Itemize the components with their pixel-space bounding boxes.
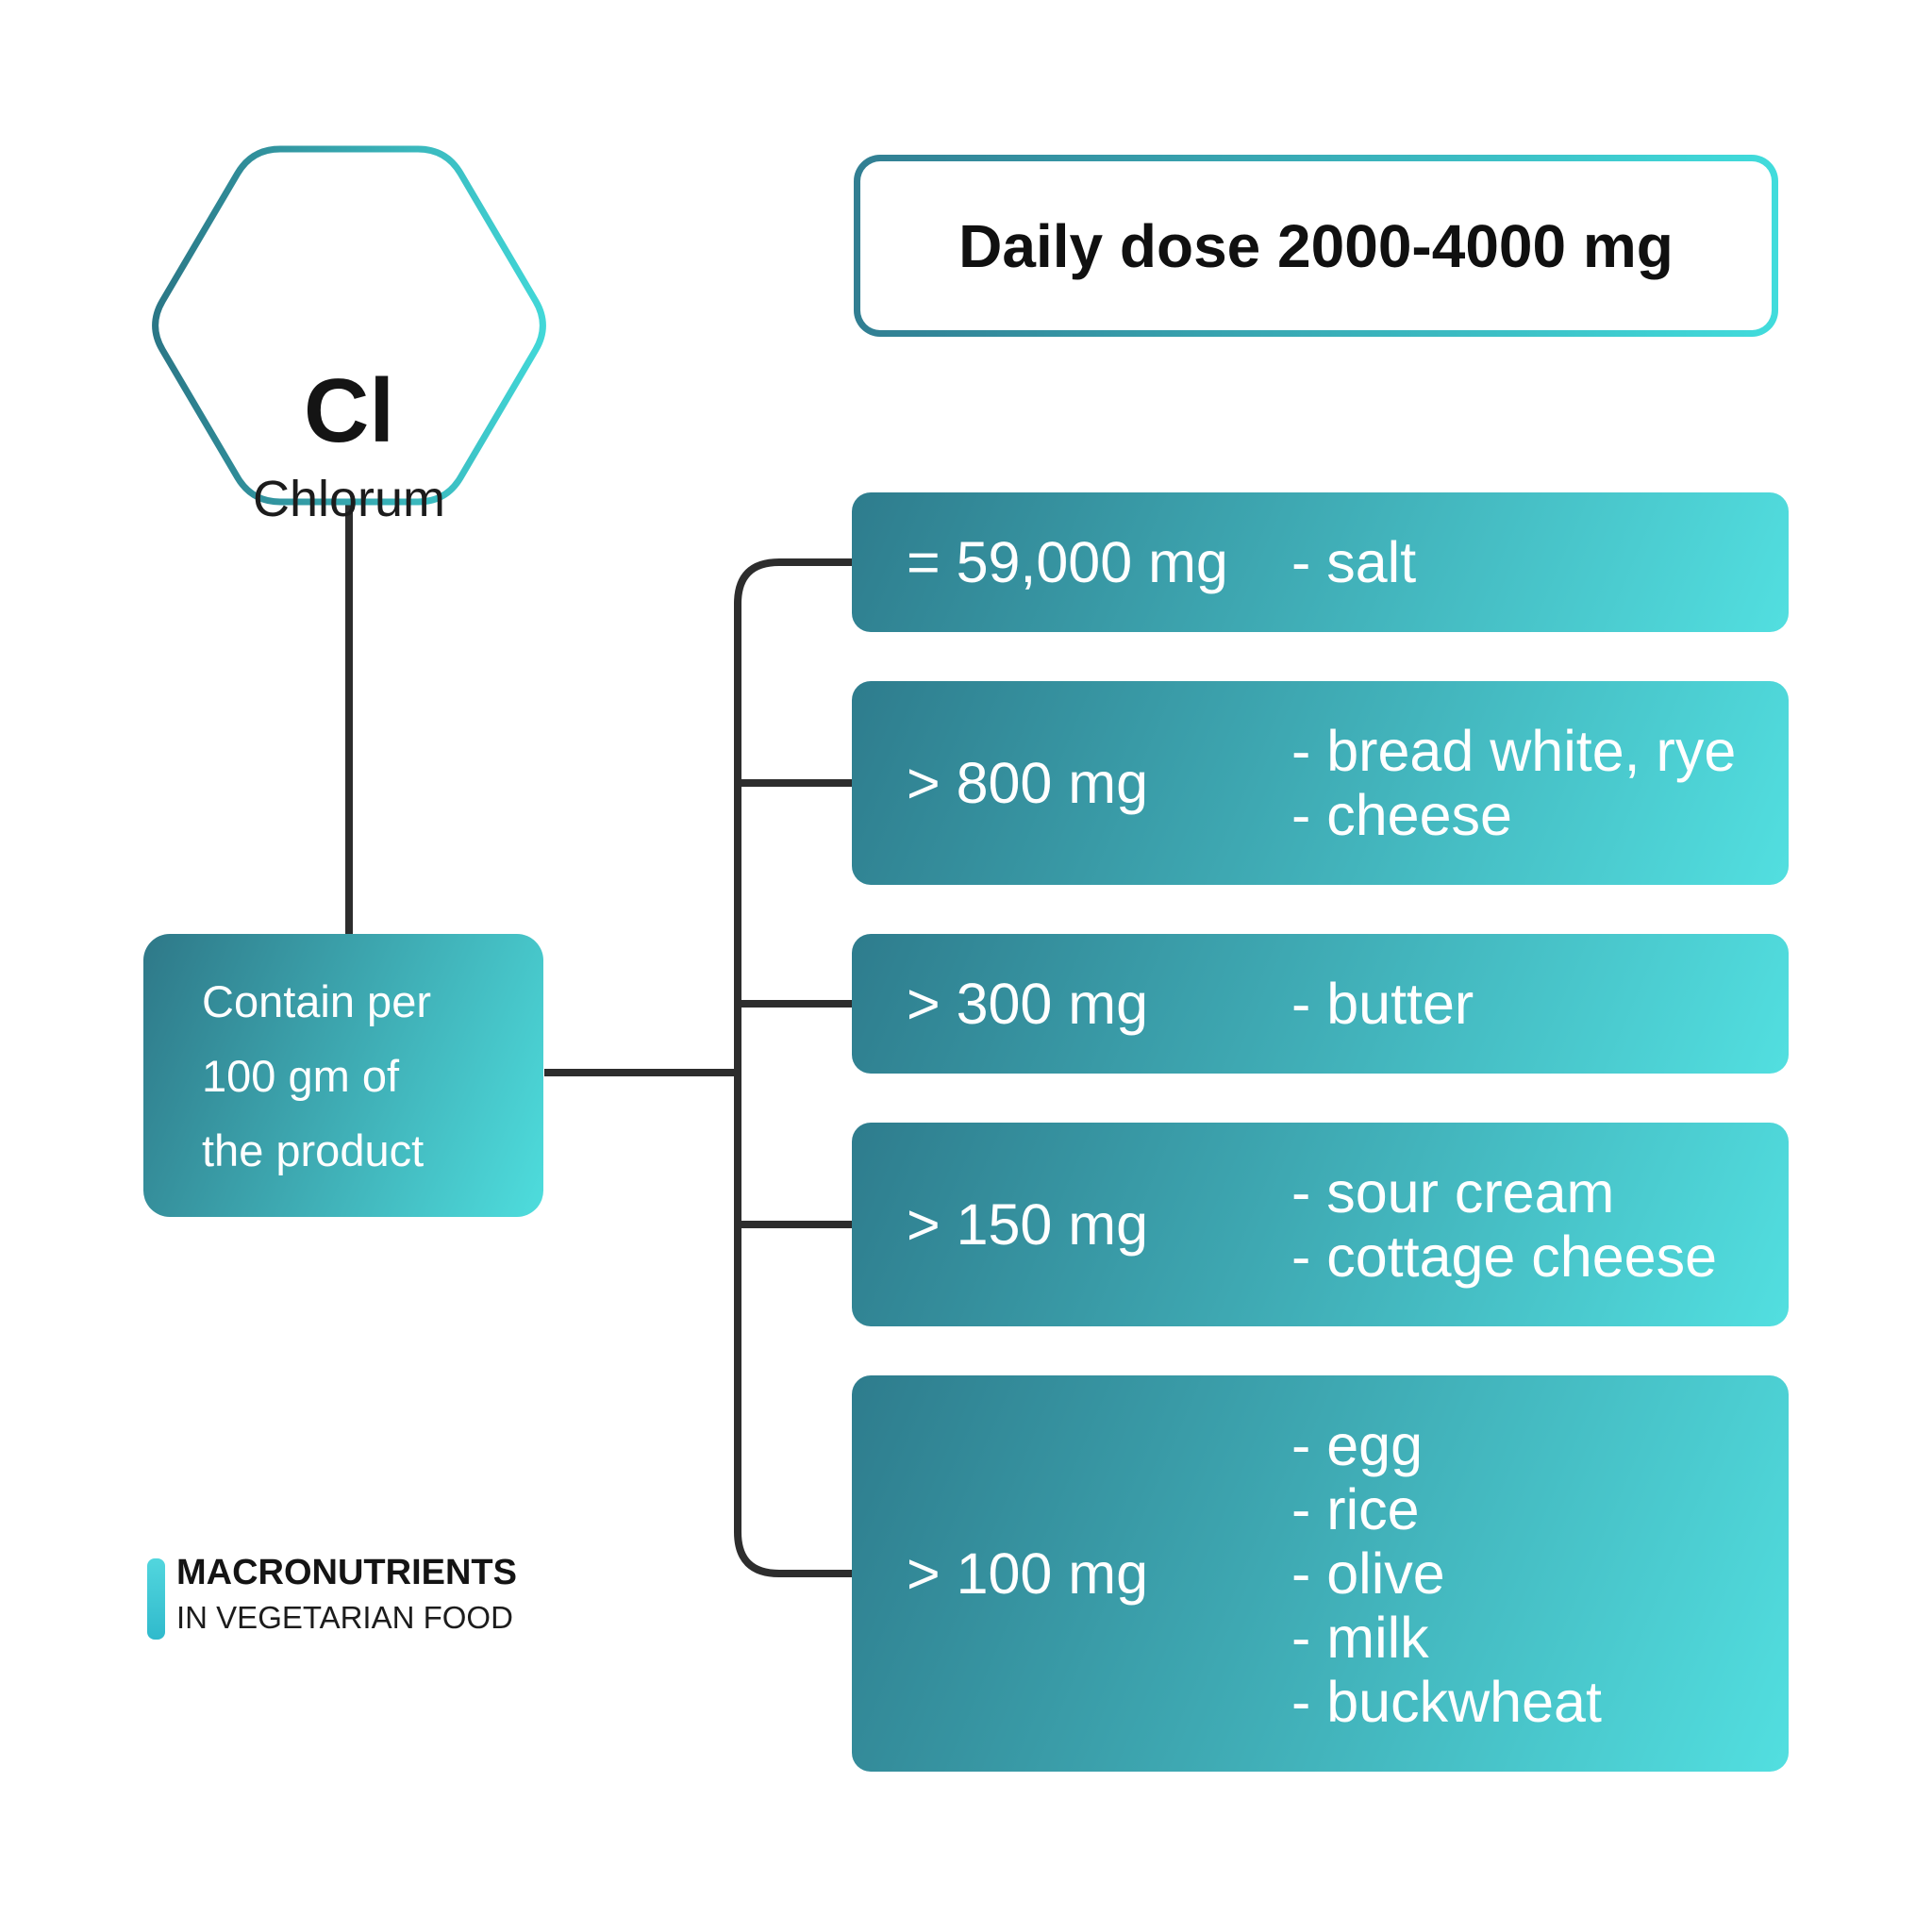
daily-dose-inner: Daily dose 2000-4000 mg [860, 161, 1772, 330]
food-items: - bread white, rye- cheese [1291, 719, 1772, 847]
spine-line [734, 558, 854, 1577]
contain-label: Contain per 100 gm of the product [202, 975, 431, 1175]
food-item: - buckwheat [1291, 1670, 1602, 1734]
food-item: - rice [1291, 1477, 1420, 1541]
footer-title: MACRONUTRIENTS [176, 1553, 517, 1592]
food-items: - egg- rice- olive- milk- buckwheat [1291, 1413, 1772, 1734]
dose-row: = 59,000 mg - salt [852, 492, 1789, 632]
food-item: - salt [1291, 530, 1417, 594]
dose-rows: = 59,000 mg - salt > 800 mg - bread whit… [852, 492, 1789, 1772]
daily-dose-label: Daily dose 2000-4000 mg [958, 211, 1674, 280]
dose-row: > 150 mg - sour cream- cottage cheese [852, 1123, 1789, 1326]
dose-amount: > 100 mg [907, 1541, 1149, 1606]
dose-row: > 300 mg - butter [852, 934, 1789, 1074]
dose-amount: = 59,000 mg [907, 530, 1228, 594]
element-symbol: Cl [304, 360, 394, 461]
food-item: - olive [1291, 1541, 1445, 1606]
contain-box: Contain per 100 gm of the product [143, 934, 543, 1217]
footer-subtitle: IN VEGETARIAN FOOD [176, 1600, 513, 1635]
dose-row: > 800 mg - bread white, rye- cheese [852, 681, 1789, 885]
dose-amount: > 150 mg [907, 1192, 1149, 1257]
food-item: - bread white, rye [1291, 719, 1737, 783]
element-badge: Cl Chlorum [132, 132, 566, 525]
daily-dose-box: Daily dose 2000-4000 mg [854, 155, 1778, 337]
food-items: - sour cream- cottage cheese [1291, 1160, 1772, 1289]
food-item: - butter [1291, 972, 1474, 1036]
element-name: Chlorum [252, 471, 446, 527]
dose-amount: > 300 mg [907, 972, 1149, 1036]
element-text: Cl Chlorum [132, 132, 566, 525]
food-item: - milk [1291, 1606, 1429, 1670]
hexagon-outline [152, 145, 546, 506]
food-items: - salt [1291, 530, 1772, 594]
dose-row: > 100 mg - egg- rice- olive- milk- buckw… [852, 1375, 1789, 1772]
dose-amount: > 800 mg [907, 751, 1149, 815]
food-item: - sour cream [1291, 1160, 1615, 1224]
accent-bar [147, 1558, 165, 1640]
food-item: - cheese [1291, 783, 1512, 847]
food-item: - cottage cheese [1291, 1224, 1718, 1289]
food-item: - egg [1291, 1413, 1424, 1477]
food-items: - butter [1291, 972, 1772, 1036]
